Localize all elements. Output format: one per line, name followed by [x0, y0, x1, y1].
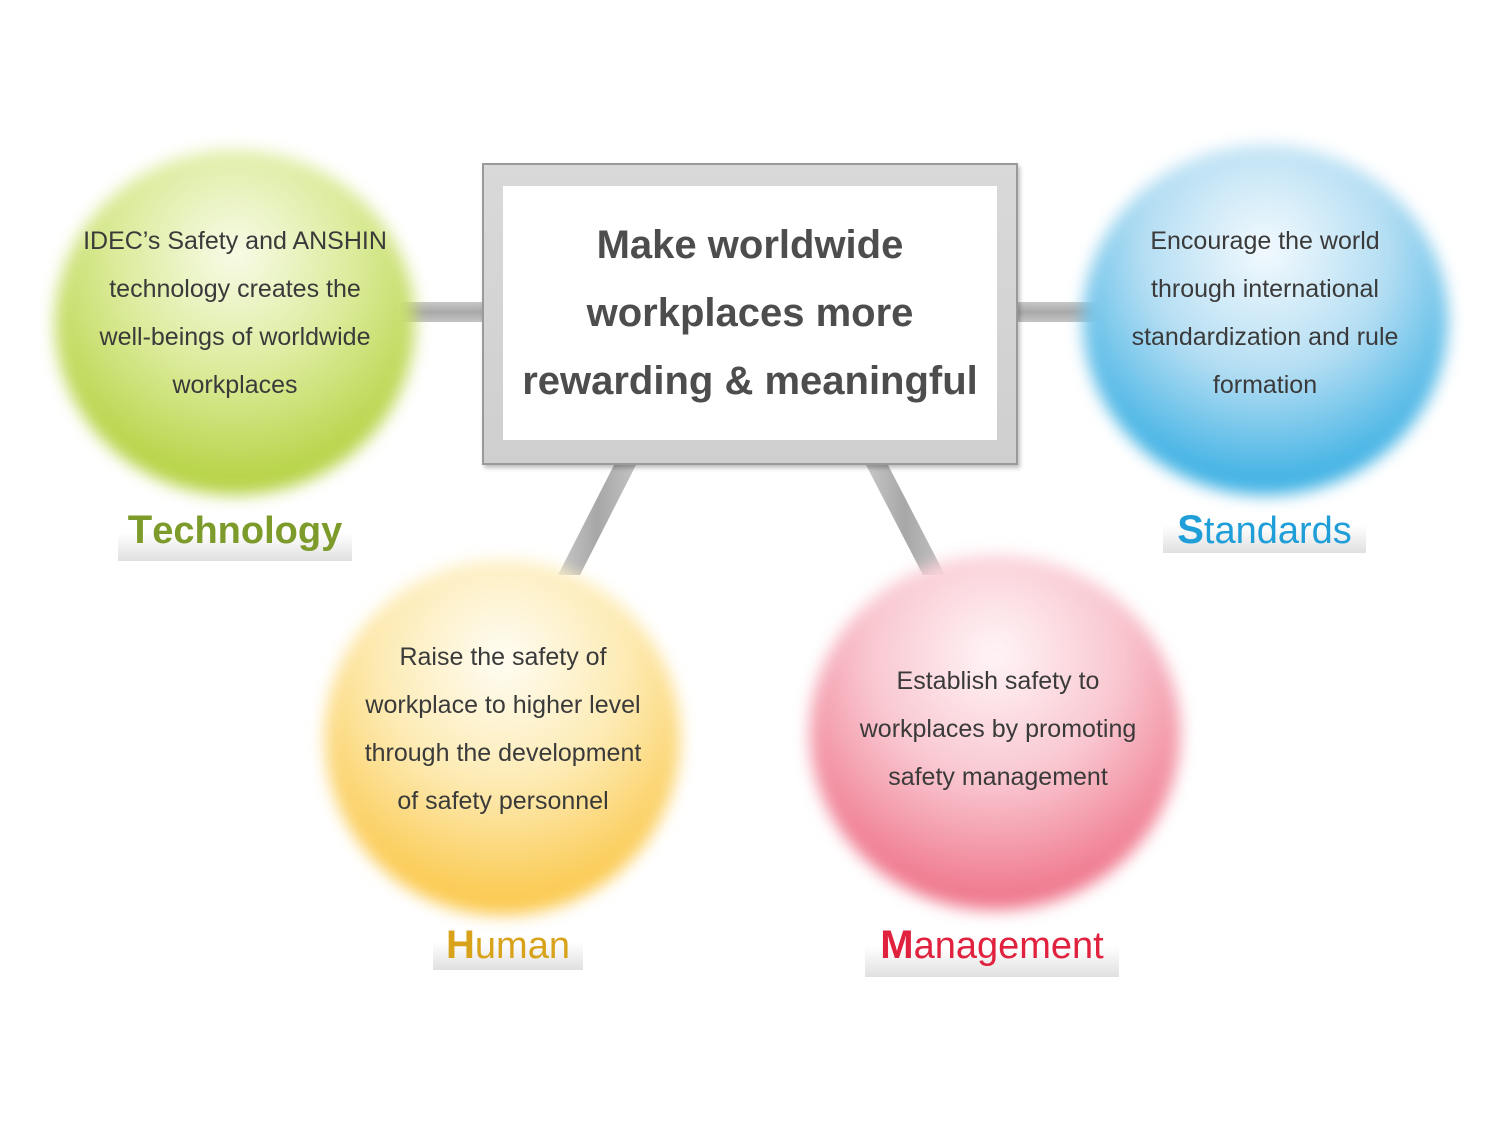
management-label-initial: M — [880, 923, 914, 967]
central-goal-line-2: workplaces more — [586, 291, 914, 335]
technology-circle-glow — [55, 150, 415, 495]
standards-line-1: Encourage the world — [1150, 227, 1380, 255]
standards-description: Encourage the world through internationa… — [1100, 217, 1430, 409]
standards-label-backdrop — [1163, 525, 1366, 553]
central-goal-box: Make worldwide workplaces more rewarding… — [482, 163, 1018, 465]
management-label: Management — [865, 920, 1119, 971]
technology-line-2: technology creates the — [109, 275, 361, 303]
technology-label: Technology — [118, 505, 352, 556]
central-goal-line-3: rewarding & meaningful — [522, 359, 978, 403]
human-circle-glow — [325, 560, 680, 915]
connector-standards — [1010, 302, 1100, 322]
management-line-2: workplaces by promoting — [859, 715, 1137, 743]
technology-line-3: well-beings of worldwide — [99, 323, 371, 351]
standards-line-2: through international — [1151, 275, 1379, 303]
standards-line-3: standardization and rule — [1131, 323, 1399, 351]
human-label-initial: H — [446, 923, 475, 967]
central-goal-title: Make worldwide workplaces more rewarding… — [522, 211, 978, 415]
management-label-backdrop — [865, 947, 1119, 977]
management-description: Establish safety to workplaces by promot… — [833, 657, 1163, 801]
standards-label-initial: S — [1177, 508, 1204, 552]
connector-human — [558, 463, 637, 575]
human-line-1: Raise the safety of — [399, 643, 607, 671]
technology-line-1: IDEC’s Safety and ANSHIN — [83, 227, 387, 255]
technology-label-backdrop — [118, 533, 352, 561]
connector-technology — [400, 302, 490, 322]
human-line-4: of safety personnel — [397, 787, 609, 815]
human-line-3: through the development — [364, 739, 642, 767]
human-line-2: workplace to higher level — [365, 691, 641, 719]
technology-label-rest: echnology — [152, 510, 343, 552]
standards-label: Standards — [1163, 505, 1366, 556]
central-goal-panel: Make worldwide workplaces more rewarding… — [503, 186, 997, 440]
standards-line-4: formation — [1212, 371, 1318, 399]
technology-line-4: workplaces — [172, 371, 298, 399]
management-line-3: safety management — [888, 763, 1108, 791]
management-circle-glow — [810, 555, 1180, 910]
management-label-rest: anagement — [913, 925, 1104, 967]
management-line-1: Establish safety to — [896, 667, 1100, 695]
human-label-rest: uman — [474, 925, 570, 967]
technology-description: IDEC’s Safety and ANSHIN technology crea… — [70, 217, 400, 409]
human-label: Human — [433, 920, 583, 971]
human-description: Raise the safety of workplace to higher … — [338, 633, 668, 825]
standards-label-rest: tandards — [1203, 510, 1352, 552]
central-goal-line-1: Make worldwide — [596, 223, 904, 267]
technology-label-initial: T — [127, 508, 153, 552]
human-label-backdrop — [433, 942, 583, 970]
connector-management — [865, 463, 945, 575]
standards-circle-glow — [1083, 145, 1448, 495]
